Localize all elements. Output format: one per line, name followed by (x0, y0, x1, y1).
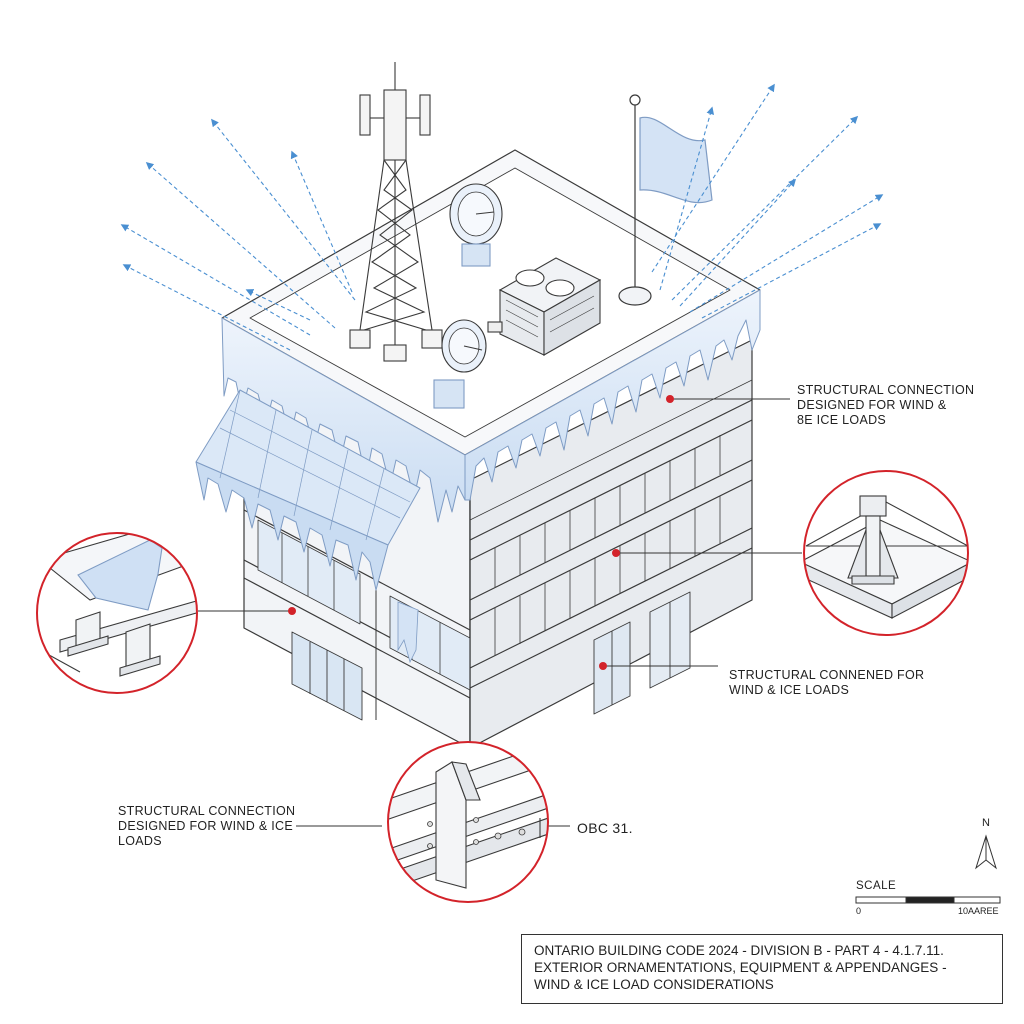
floor-bands-right (469, 399, 753, 689)
north-label: N (982, 817, 990, 829)
window-grid-right (469, 379, 753, 656)
title-line: EXTERIOR ORNAMENTATIONS, EQUIPMENT & APP… (534, 960, 947, 975)
callout-dots (288, 395, 674, 830)
facade-ice (397, 601, 419, 664)
code-reference-label: OBC 31. (577, 820, 633, 836)
entrance-doors-left (291, 631, 363, 721)
callout-facade-label: STRUCTURAL CONNENED FOR WIND & ICE LOADS (729, 668, 925, 697)
wind-load-arrows (120, 83, 884, 351)
scale-min-label: 0 (856, 906, 862, 916)
title-line: ONTARIO BUILDING CODE 2024 - DIVISION B … (534, 943, 944, 958)
flagpole-icon (618, 94, 713, 306)
detail-circle-base-anchor (387, 741, 549, 903)
roof-inner (249, 167, 731, 438)
scale-label: SCALE (856, 880, 897, 892)
ice-covered-awning (195, 389, 421, 591)
satellite-dish-icon (433, 319, 487, 409)
callout-base-label: STRUCTURAL CONNECTION DESIGNED FOR WIND … (118, 804, 296, 848)
cell-tower-icon (349, 62, 443, 362)
title-block: ONTARIO BUILDING CODE 2024 - DIVISION B … (521, 934, 1003, 1004)
scale-bar (855, 896, 1001, 904)
scale-max-label: 10AAREE (958, 906, 999, 916)
ground-doors-right (593, 591, 691, 715)
hvac-unit-icon (487, 257, 602, 356)
north-arrow-icon (975, 834, 997, 870)
detail-circle-roof-connection (803, 470, 969, 636)
satellite-dish-icon (449, 183, 503, 267)
roof-ice (221, 289, 761, 523)
title-line: WIND & ICE LOAD CONSIDERATIONS (534, 977, 774, 992)
callout-roof-edge-label: STRUCTURAL CONNECTION DESIGNED FOR WIND … (797, 383, 975, 427)
detail-circle-awning-support (36, 532, 198, 694)
